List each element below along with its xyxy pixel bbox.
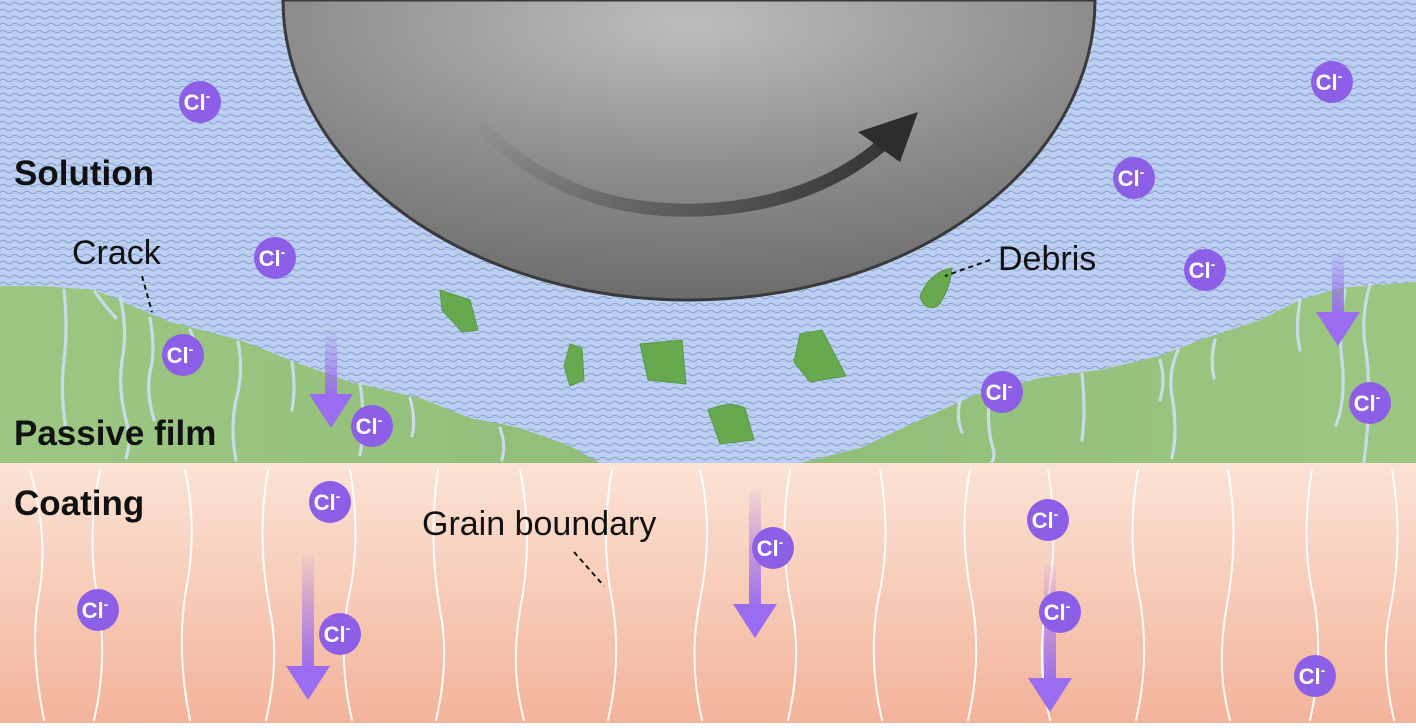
chloride-ion-icon: Cl- — [179, 81, 221, 123]
debris-label: Debris — [998, 240, 1096, 278]
chloride-ions: Cl- Cl- Cl- Cl- Cl- Cl- Cl- Cl- Cl- Cl- Cl- Cl- Cl- C… — [77, 61, 1391, 697]
chloride-ion-icon: Cl- — [1113, 157, 1155, 199]
chloride-ion-icon: Cl- — [162, 334, 204, 376]
chloride-ion-icon: Cl- — [309, 481, 351, 523]
chloride-ion-label: Cl- — [1044, 598, 1071, 625]
chloride-ion-icon: Cl- — [1349, 382, 1391, 424]
debris-leader — [944, 259, 991, 277]
chloride-ion-icon: Cl- — [1027, 499, 1069, 541]
chloride-ion-label: Cl- — [356, 412, 383, 439]
leader-lines — [141, 259, 991, 587]
grain-boundary-label: Grain boundary — [422, 505, 656, 543]
rotation-arrow-icon — [463, 108, 918, 217]
chloride-ion-icon: Cl- — [981, 371, 1023, 413]
chloride-ion-icon: Cl- — [319, 613, 361, 655]
diffusion-arrow-icon — [309, 330, 353, 428]
chloride-ion-icon: Cl- — [1294, 655, 1336, 697]
chloride-ion-label: Cl- — [82, 596, 109, 623]
diffusion-arrow-icon — [286, 555, 330, 700]
chloride-ion-icon: Cl- — [77, 589, 119, 631]
ball-icon — [281, 0, 1097, 302]
chloride-ion-icon: Cl- — [1311, 61, 1353, 103]
debris-particle — [563, 343, 585, 387]
passive-film-label: Passive film — [14, 414, 216, 453]
coating-label: Coating — [14, 484, 144, 523]
chloride-ion-icon: Cl- — [1039, 591, 1081, 633]
chloride-ion-icon: Cl- — [254, 237, 296, 279]
chloride-ion-icon: Cl- — [351, 405, 393, 447]
debris-particle — [919, 267, 953, 309]
chloride-ion-icon: Cl- — [1184, 249, 1226, 291]
debris-particle — [639, 339, 687, 385]
chloride-ion-icon: Cl- — [752, 527, 794, 569]
crack-leader — [141, 275, 153, 313]
diffusion-arrow-icon — [1316, 252, 1360, 346]
debris-particle — [707, 404, 755, 445]
solution-label: Solution — [14, 154, 154, 193]
debris-particle — [439, 289, 479, 333]
coating-layer — [0, 463, 1416, 723]
debris-particles — [439, 267, 953, 445]
grain-boundary-leader — [573, 551, 605, 587]
debris-particle — [793, 329, 847, 383]
crack-label: Crack — [72, 234, 162, 272]
